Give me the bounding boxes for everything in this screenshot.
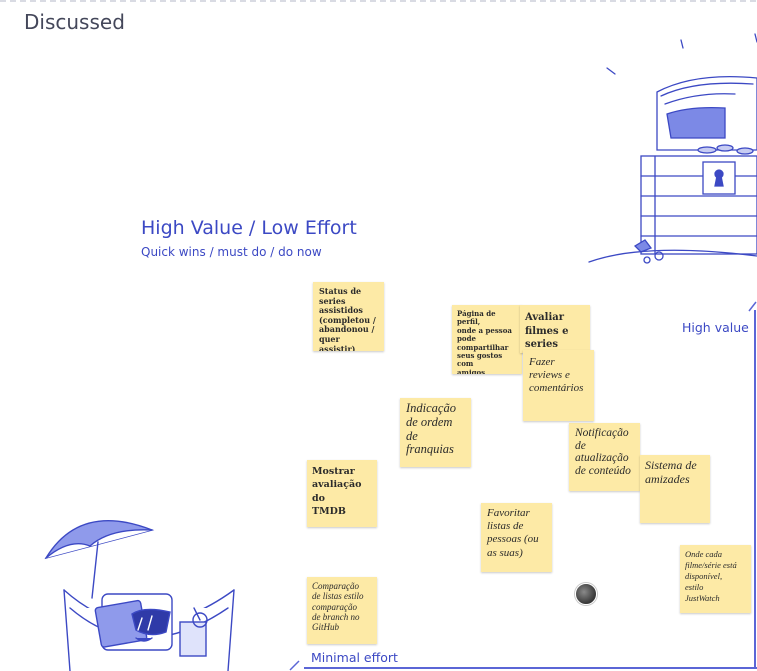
sticky-note-favoritar-listas[interactable]: Favoritar listas de pessoas (ou as suas)	[481, 503, 552, 572]
quadrant-title: High Value / Low Effort	[141, 217, 357, 239]
sticky-note-avaliar-filmes[interactable]: Avaliar filmes e series	[520, 305, 590, 353]
top-dashed-border	[0, 0, 757, 2]
sticky-note-indicacao-franquias[interactable]: Indicação de ordem de franquias	[400, 398, 471, 467]
user-avatar[interactable]	[575, 583, 597, 605]
sticky-note-sistema-amizades[interactable]: Sistema de amizades	[640, 455, 710, 523]
sticky-note-notificacao[interactable]: Notificação de atualização de conteúdo	[569, 423, 640, 491]
section-title: Discussed	[24, 10, 125, 34]
hammock-character-illustration	[44, 519, 235, 671]
quadrant-subtitle: Quick wins / must do / do now	[141, 245, 322, 259]
y-axis-arrow	[748, 301, 757, 312]
sticky-note-comparacao-listas[interactable]: Comparação de listas estilo comparação d…	[307, 577, 377, 644]
sticky-note-fazer-reviews[interactable]: Fazer reviews e comentários	[523, 350, 594, 421]
axis-label-high-value: High value	[682, 320, 749, 335]
y-axis-line	[754, 310, 756, 669]
sticky-note-pagina-perfil[interactable]: Página de perfil, onde a pessoa pode com…	[452, 305, 522, 374]
treasure-chest-illustration	[588, 33, 757, 264]
sticky-note-status-series[interactable]: Status de series assistidos (completou /…	[313, 282, 384, 351]
sticky-note-avaliacao-tmdb[interactable]: Mostrar avaliação do TMDB	[307, 460, 377, 527]
x-axis-arrow	[289, 660, 300, 671]
sticky-note-justwatch[interactable]: Onde cada filme/série está disponível, e…	[680, 545, 751, 613]
axis-label-minimal-effort: Minimal effort	[311, 650, 398, 665]
x-axis-line	[304, 667, 757, 669]
